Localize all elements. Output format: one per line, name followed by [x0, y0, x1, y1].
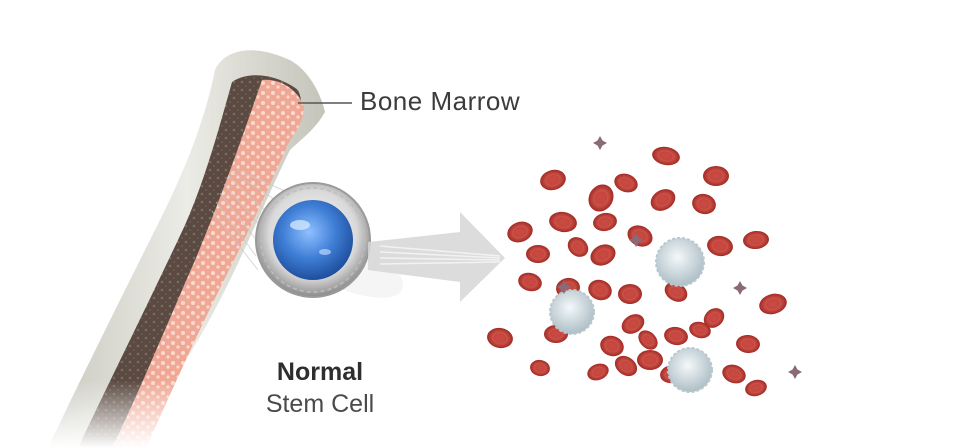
red-blood-cell-icon: [540, 169, 566, 191]
red-blood-cell-icon: [707, 235, 733, 257]
red-blood-cell-icon: [587, 363, 609, 381]
blood-cells-cluster: [487, 136, 802, 397]
red-blood-cell-icon: [689, 321, 711, 339]
red-blood-cell-icon: [703, 308, 725, 328]
red-blood-cell-icon: [627, 225, 653, 247]
arrow-icon: [368, 212, 505, 302]
red-blood-cell-icon: [759, 293, 787, 315]
red-blood-cell-icon: [526, 245, 550, 263]
red-blood-cell-icon: [745, 379, 767, 397]
red-blood-cell-icon: [621, 314, 645, 334]
red-blood-cell-icon: [614, 355, 638, 377]
bone-marrow-label: Bone Marrow: [360, 86, 521, 116]
bone-icon: [40, 50, 325, 448]
red-blood-cell-icon: [600, 335, 624, 357]
red-blood-cell-icon: [722, 364, 746, 384]
platelet-icon: [593, 136, 607, 150]
red-blood-cell-icon: [703, 166, 729, 186]
stem-cell-title: Normal: [276, 358, 364, 386]
platelet-icon: [629, 233, 643, 247]
red-blood-cell-icon: [664, 326, 688, 346]
red-blood-cell-icon: [614, 173, 638, 193]
red-blood-cell-icon: [507, 221, 533, 243]
red-blood-cell-icon: [487, 327, 513, 349]
white-blood-cell-icon: [549, 289, 595, 335]
platelet-icon: [788, 365, 802, 379]
red-blood-cell-icon: [692, 193, 716, 215]
stem-cell-subtitle: Stem Cell: [265, 390, 375, 418]
platelet-icon: [557, 280, 571, 294]
red-blood-cell-icon: [664, 282, 688, 302]
red-blood-cell-icon: [567, 237, 589, 257]
red-blood-cell-icon: [518, 272, 542, 292]
stem-cell-icon: [255, 182, 404, 298]
red-blood-cell-icon: [743, 230, 769, 250]
red-blood-cell-icon: [588, 279, 612, 301]
white-blood-cell-icon: [667, 347, 713, 393]
red-blood-cell-icon: [590, 244, 616, 266]
red-blood-cell-icon: [618, 284, 642, 304]
red-blood-cell-icon: [549, 211, 577, 233]
red-blood-cell-icon: [736, 334, 760, 354]
red-blood-cell-icon: [652, 146, 680, 166]
red-blood-cell-icon: [530, 359, 550, 377]
red-blood-cell-icon: [588, 184, 614, 212]
white-blood-cell-icon: [655, 237, 705, 287]
platelet-icon: [733, 281, 747, 295]
red-blood-cell-icon: [650, 189, 676, 211]
red-blood-cell-icon: [638, 330, 658, 350]
red-blood-cell-icon: [637, 350, 663, 370]
red-blood-cell-icon: [593, 212, 617, 232]
